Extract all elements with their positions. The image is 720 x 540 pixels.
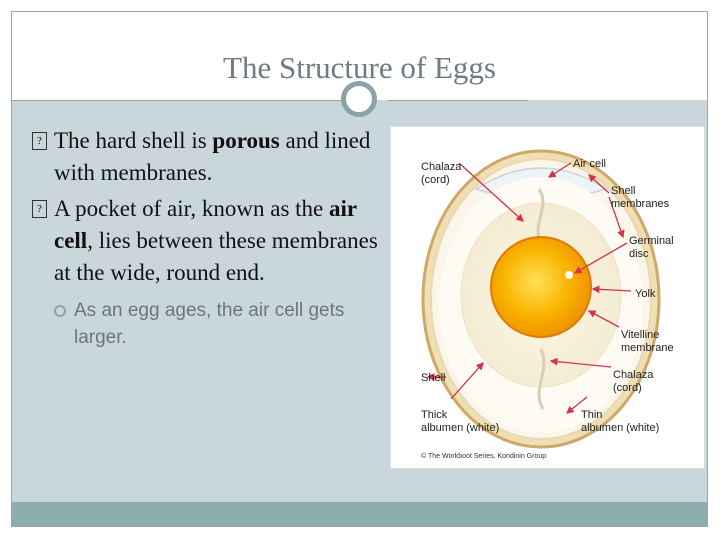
- label-thin-albumen-1: Thin: [581, 409, 602, 421]
- divider-ring-ornament: [341, 81, 377, 117]
- bullet1-text-a: The hard shell is: [54, 128, 213, 153]
- label-thin-albumen-2: albumen (white): [581, 422, 659, 434]
- image-credit: © The Workboot Series, Kondinin Group: [421, 452, 546, 460]
- title-divider-right: [388, 100, 528, 101]
- label-yolk: Yolk: [635, 288, 656, 300]
- bullet-porous-shell: ? The hard shell is porous and lined wit…: [32, 125, 392, 189]
- label-shell-membranes-1: Shell: [611, 185, 635, 197]
- egg-diagram: Chalaza (cord) Air cell Shell membranes …: [390, 126, 705, 469]
- label-chalaza-top-2: (cord): [421, 174, 450, 186]
- label-shell-membranes-2: membranes: [611, 198, 670, 210]
- bullet-list: ? The hard shell is porous and lined wit…: [32, 125, 392, 351]
- label-germinal-disc-1: Germinal: [629, 235, 674, 247]
- sub-bullet-aging: As an egg ages, the air cell gets larger…: [32, 297, 392, 351]
- label-germinal-disc-2: disc: [629, 248, 649, 260]
- label-chalaza-bottom-1: Chalaza: [613, 369, 654, 381]
- germinal-disc: [565, 271, 573, 279]
- chalaza-cord-bottom: [537, 348, 546, 410]
- footer-bar: [12, 502, 707, 526]
- title-divider-left: [12, 100, 342, 101]
- bullet2-text-a: A pocket of air, known as the: [54, 196, 330, 221]
- label-thick-albumen-1: Thick: [421, 409, 448, 421]
- sub-bullet-text: As an egg ages, the air cell gets larger…: [74, 300, 345, 348]
- label-vitelline-1: Vitelline: [621, 329, 659, 341]
- label-chalaza-top-1: Chalaza: [421, 161, 462, 173]
- bullet1-bold: porous: [212, 128, 280, 153]
- label-shell: Shell: [421, 372, 445, 384]
- bullet-air-cell: ? A pocket of air, known as the air cell…: [32, 193, 392, 289]
- label-thick-albumen-2: albumen (white): [421, 422, 499, 434]
- slide-frame: The Structure of Eggs ? The hard shell i…: [11, 11, 708, 527]
- label-air-cell: Air cell: [573, 158, 606, 170]
- yolk: [490, 236, 592, 338]
- missing-glyph-bullet-icon: ?: [32, 200, 47, 218]
- label-chalaza-bottom-2: (cord): [613, 382, 642, 394]
- bullet2-text-b: , lies between these membranes at the wi…: [54, 228, 378, 285]
- label-vitelline-2: membrane: [621, 342, 674, 354]
- missing-glyph-bullet-icon: ?: [32, 132, 47, 150]
- egg-diagram-svg: Chalaza (cord) Air cell Shell membranes …: [421, 149, 674, 460]
- label-arrows: [426, 162, 632, 414]
- bullet2-bold: air cell: [54, 196, 357, 253]
- hollow-circle-bullet-icon: [54, 305, 66, 317]
- bullet1-text-b: and lined with membranes.: [54, 128, 371, 185]
- slide-title: The Structure of Eggs: [223, 50, 496, 85]
